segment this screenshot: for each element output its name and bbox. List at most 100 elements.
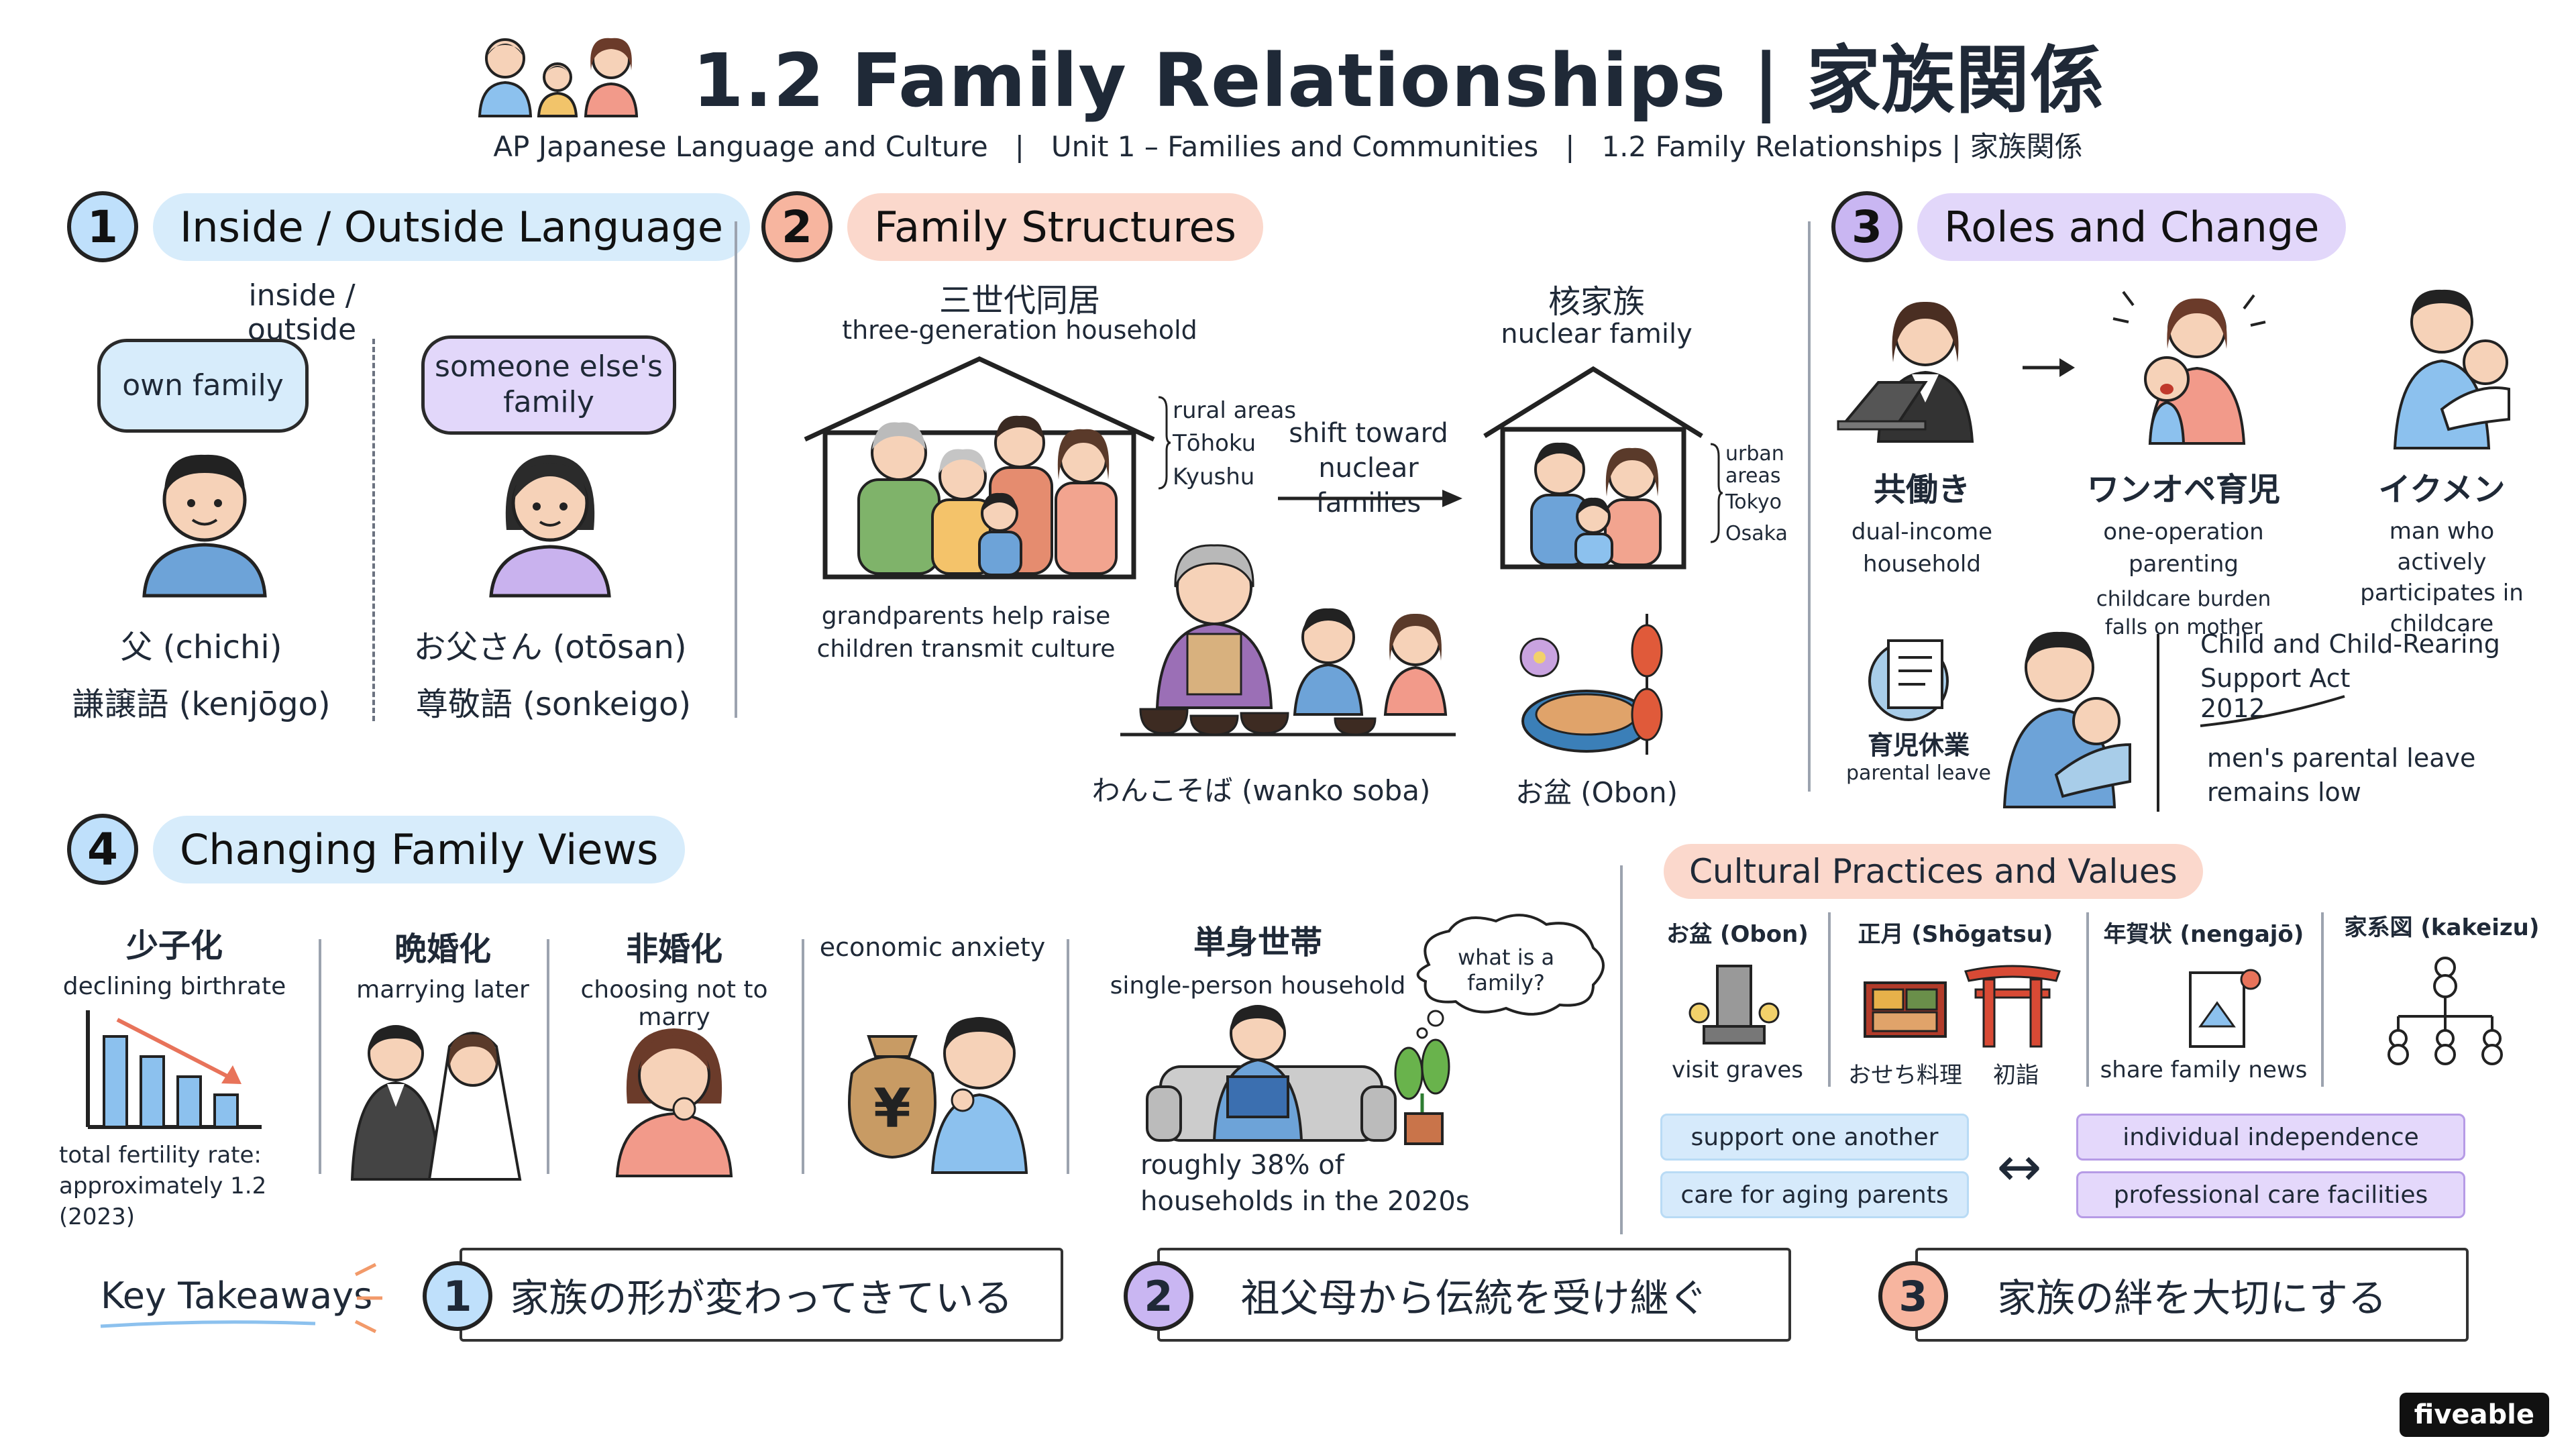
urban-areas-list: urban areas Tokyo Osaka xyxy=(1725,443,1799,549)
wedding-couple-illustration xyxy=(339,1013,533,1181)
wanko-soba-label: わんこそば (wanko soba) xyxy=(1091,774,1431,807)
view-declining-birthrate-jp: 少子化 xyxy=(125,927,223,965)
practice-obon-caption: visit graves xyxy=(1671,1057,1803,1083)
takeaway-3-box: 家族の絆を大切にする xyxy=(1915,1248,2469,1342)
section-1-number: 1 xyxy=(67,191,138,262)
parental-leave-note: men's parental leave remains low xyxy=(2207,743,2476,808)
grave-icon xyxy=(1687,959,1781,1046)
declining-birthrate-bar-icon xyxy=(84,1006,265,1134)
word-sonkeigo: 尊敬語 (sonkeigo) xyxy=(415,686,692,723)
urban-area-item: urban areas xyxy=(1725,442,1784,488)
tfr-note: total fertility rate: approximately 1.2 … xyxy=(59,1142,267,1230)
section-1-divider xyxy=(372,339,375,721)
practice-nengajo: 年賀状 (nengajō) xyxy=(2093,916,2314,949)
nuclear-house-illustration xyxy=(1479,362,1707,570)
single-person-household-jp: 単身世帯 xyxy=(1193,924,1322,961)
urban-area-item: Osaka xyxy=(1725,521,1788,545)
parental-leave-jp: 育児休業 xyxy=(1867,731,1970,760)
parental-leave-en: parental leave xyxy=(1846,761,1991,785)
column-divider-3 xyxy=(1620,865,1623,1234)
value-professional-care-facilities: professional care facilities xyxy=(2076,1171,2465,1218)
section-4-divider xyxy=(1067,939,1069,1174)
practice-shogatsu-label: 正月 (Shōgatsu) xyxy=(1858,921,2053,948)
section-2-number: 2 xyxy=(761,191,833,262)
reading-man-illustration xyxy=(1140,993,1462,1147)
section-1-title: Inside / Outside Language xyxy=(153,193,751,261)
view-marrying-later: 晩婚化 marrying later xyxy=(335,922,550,1004)
rural-area-item: Tōhoku xyxy=(1173,430,1256,458)
view-marrying-later-en: marrying later xyxy=(356,976,529,1004)
nuclear-jp: 核家族 xyxy=(1548,283,1645,321)
practice-nengajo-label: 年賀状 (nengajō) xyxy=(2103,921,2304,948)
view-not-marrying-en: choosing not to marry xyxy=(580,976,768,1031)
underline-stroke xyxy=(100,1318,322,1332)
word-chichi: 父 (chichi) xyxy=(120,629,282,666)
word-kenjogo: 謙譲語 (kenjōgo) xyxy=(72,686,331,723)
section-4-number: 4 xyxy=(67,814,138,885)
mother-person-icon xyxy=(483,443,617,598)
role-dual-income-jp: 共働き xyxy=(1873,471,1970,508)
section-2-title: Family Structures xyxy=(847,193,1263,261)
three-gen-jp: 三世代同居 xyxy=(938,282,1100,319)
brand-logo: fiveable xyxy=(2399,1393,2549,1437)
document-globe-icon xyxy=(1862,627,1962,728)
value-support-one-another: support one another xyxy=(1660,1114,1969,1161)
role-ikumen-jp: イクメン xyxy=(2378,471,2506,508)
three-gen-en: three-generation household xyxy=(842,315,1197,345)
ikumen-illustration xyxy=(2375,275,2529,449)
key-takeaways-label: Key Takeaways xyxy=(101,1275,373,1317)
view-economic-anxiety-en: economic anxiety xyxy=(819,932,1046,962)
practice-shogatsu-caption: おせち料理 xyxy=(1848,1062,1962,1089)
role-one-operation-en: one-operation parenting xyxy=(2103,519,2264,578)
practice-kakeizu-label: 家系図 (kakeizu) xyxy=(2344,914,2540,941)
role-ikumen-en: man who actively participates in childca… xyxy=(2360,518,2524,637)
section-1-header: 1 Inside / Outside Language xyxy=(67,191,751,262)
yen-money-bag-illustration: ¥ xyxy=(825,1000,1033,1174)
dual-income-illustration xyxy=(1837,288,2006,443)
nuclear-en: nuclear family xyxy=(1501,319,1693,350)
role-one-operation-jp: ワンオペ育児 xyxy=(2086,471,2280,508)
torii-gate-icon xyxy=(1962,959,2063,1048)
takeaway-1-box: 家族の形が変わってきている xyxy=(460,1248,1063,1342)
family-tree-icon xyxy=(2378,953,2512,1067)
word-otosan: お父さん (otōsan) xyxy=(413,629,687,666)
parental-leave: 育児休業 parental leave xyxy=(1838,724,1999,785)
shift-toward-nuclear-label: shift toward nuclear families xyxy=(1289,418,1448,519)
view-not-marrying-jp: 非婚化 xyxy=(625,930,722,968)
value-individual-independence: individual independence xyxy=(2076,1114,2465,1161)
rural-brace xyxy=(1157,396,1171,490)
practice-kakeizu: 家系図 (kakeizu) xyxy=(2328,909,2556,942)
rural-areas-list: rural areas Tōhoku Kyushu xyxy=(1173,394,1296,494)
three-generation-house-illustration xyxy=(798,352,1161,580)
page-title-text: 1.2 Family Relationships | 家族関係 xyxy=(692,38,2105,123)
practice-divider xyxy=(2321,912,2324,1087)
section-4-divider xyxy=(802,939,804,1174)
rural-area-item: rural areas xyxy=(1173,397,1297,424)
family-icon xyxy=(472,30,646,117)
double-arrow-icon: ↔ xyxy=(1996,1136,2042,1198)
section-4-header: 4 Changing Family Views xyxy=(67,814,686,885)
role-dual-income-en: dual-income household xyxy=(1851,519,1993,578)
father-holding-baby-illustration xyxy=(1999,621,2133,808)
thought-bubble-text: what is a family? xyxy=(1457,945,1555,996)
section-4-divider xyxy=(547,939,549,1174)
practice-divider xyxy=(1828,912,1831,1087)
section-3-title: Roles and Change xyxy=(1917,193,2347,261)
page-title: 1.2 Family Relationships | 家族関係 xyxy=(0,20,2576,127)
urban-area-item: Tokyo xyxy=(1725,490,1782,514)
section-4-title: Changing Family Views xyxy=(153,815,686,883)
role-one-operation-note: childcare burden falls on mother xyxy=(2096,587,2271,640)
single-person-household-en: single-person household xyxy=(1110,972,1406,1000)
obon-label: お盆 (Obon) xyxy=(1515,776,1678,809)
takeaway-3-number: 3 xyxy=(1878,1261,1948,1331)
view-declining-birthrate: 少子化 declining birthrate xyxy=(57,919,292,1000)
practice-shogatsu: 正月 (Shōgatsu) xyxy=(1835,916,2076,949)
wanko-soba-illustration xyxy=(1114,533,1462,755)
takeaway-2-box: 祖父母から伝統を受け継ぐ xyxy=(1157,1248,1791,1342)
practice-divider xyxy=(2086,912,2089,1087)
arrow-right-icon xyxy=(2023,356,2076,380)
view-marrying-later-jp: 晩婚化 xyxy=(394,930,491,968)
thought-bubble: what is a family? xyxy=(1402,911,1610,1039)
obon-lanterns-illustration xyxy=(1513,607,1687,761)
thinking-woman-illustration xyxy=(607,1016,741,1177)
